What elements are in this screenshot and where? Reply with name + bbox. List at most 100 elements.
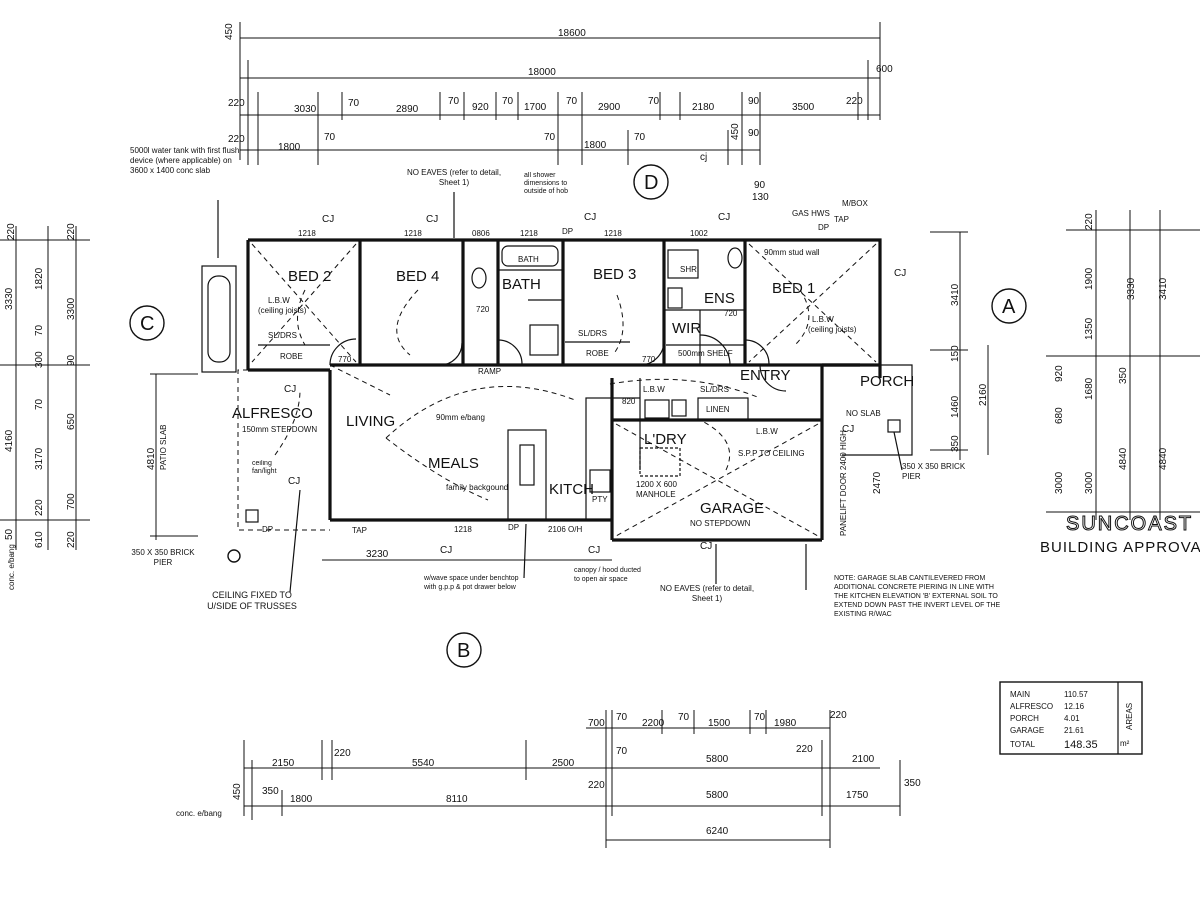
- room-garage: GARAGE: [700, 500, 764, 517]
- dim-value: 350: [904, 778, 921, 789]
- note-bench: w/wave space under benchtop with g.p.p &…: [424, 575, 519, 591]
- dim-value: 3000: [1084, 471, 1095, 494]
- label-cj: CJ: [288, 476, 300, 487]
- label-opening: 1200 X 600: [636, 480, 677, 489]
- dim-value: 1700: [524, 102, 547, 113]
- label-patio-slab: PATIO SLAB: [159, 425, 168, 471]
- section-marker-d: D: [633, 164, 669, 200]
- room-kitch: KITCH: [549, 481, 594, 498]
- dim-value: 920: [472, 102, 489, 113]
- label-cj: CJ: [584, 212, 596, 223]
- stamp-company: SUNCOAST: [1066, 513, 1193, 535]
- left-dimensions: 220 3330 1820 70 3300 220 300 4160 3170 …: [0, 223, 198, 590]
- dim-value: 350: [950, 435, 961, 452]
- dim-value: 70: [634, 132, 646, 143]
- dim-value: 2890: [396, 104, 419, 115]
- dim-value: 680: [1054, 407, 1065, 424]
- dim-value: 4840: [1158, 447, 1169, 470]
- dim-value: 700: [66, 493, 77, 510]
- dim-value: 70: [448, 96, 460, 107]
- dim-600: 600: [876, 64, 893, 75]
- plan-labels: L.B.W (ceiling joists) SL/DRS ROBE SL/DR…: [159, 199, 906, 556]
- right-dimensions: 3410 130 150 1460 2160 350 2470 90: [752, 180, 989, 494]
- dim-value: 1750: [846, 790, 869, 801]
- dim-value: 4160: [4, 429, 15, 452]
- toilet-main: [471, 267, 487, 289]
- dim-value: 2500: [552, 758, 575, 769]
- bathtub: [501, 245, 559, 267]
- brick-pier-alfresco: [245, 509, 259, 523]
- label-cj: CJ: [426, 214, 438, 225]
- vanity-bath: [529, 324, 559, 356]
- area-value: 21.61: [1064, 726, 1085, 735]
- dim-value: 220: [334, 748, 351, 759]
- room-meals: MEALS: [428, 455, 479, 472]
- dim-value: 220: [830, 710, 847, 721]
- room-bed3: BED 3: [593, 266, 636, 283]
- dim-value: 70: [348, 98, 360, 109]
- top-dim-row2: 220 1800 70 70 1800 70 450 90 cj: [228, 123, 760, 163]
- dim-value: 2470: [872, 471, 883, 494]
- areas-table: MAIN 110.57 ALFRESCO 12.16 PORCH 4.01 GA…: [999, 681, 1143, 755]
- label-cj: CJ: [440, 545, 452, 556]
- label-tap: TAP: [352, 526, 367, 535]
- label-cj: CJ: [700, 541, 712, 552]
- dim-value: 220: [228, 134, 245, 145]
- opening-width: 1218: [298, 229, 316, 238]
- dim-450: 450: [224, 23, 235, 40]
- opening-width: 0806: [472, 229, 490, 238]
- area-value: 4.01: [1064, 714, 1080, 723]
- approval-stamp: SUNCOAST BUILDING APPROVA: [1040, 513, 1200, 557]
- label-ramp: RAMP: [478, 367, 501, 376]
- dim-value: 70: [648, 96, 660, 107]
- dim-value: 4840: [1118, 447, 1129, 470]
- door-swings: [329, 334, 787, 392]
- bath-tub-label: BATH: [518, 255, 539, 264]
- label-cj: CJ: [842, 424, 854, 435]
- top-dimensions: 18600 18000 450 600 220 3030 70 2890 70 …: [224, 22, 893, 165]
- opening-width: 1002: [690, 229, 708, 238]
- dim-value: 300: [34, 351, 45, 368]
- dim-value: 5540: [412, 758, 435, 769]
- note-stepdown: 150mm STEPDOWN: [242, 425, 317, 434]
- opening-width: 770: [642, 355, 656, 364]
- dim-value: 220: [66, 223, 77, 240]
- dim-value: 1980: [774, 718, 797, 729]
- label-lbw: L.B.W: [756, 427, 778, 436]
- electrical-runs: [274, 289, 810, 501]
- dim-value: 130: [752, 192, 769, 203]
- label-sl-drs: SL/DRS: [268, 331, 297, 340]
- section-marker-c: C: [129, 305, 165, 341]
- stamp-subtitle: BUILDING APPROVA: [1040, 539, 1200, 556]
- dim-value: 5800: [706, 790, 729, 801]
- dim-value: 220: [588, 780, 605, 791]
- dim-value: 70: [544, 132, 556, 143]
- laundry-tub: [644, 399, 670, 419]
- area-name: TOTAL: [1010, 740, 1036, 749]
- note-canopy: canopy / hood ducted to open air space: [574, 567, 641, 583]
- dim-value: 70: [754, 712, 766, 723]
- dim-value: 920: [1054, 365, 1065, 382]
- dim-value: 610: [34, 531, 45, 548]
- shower-ens: [667, 249, 699, 279]
- label-shr: SHR: [680, 265, 697, 274]
- note-ceiling-fan: ceiling fan/light: [252, 460, 277, 475]
- room-bed1: BED 1: [772, 280, 815, 297]
- note-no-eaves-bottom: NO EAVES (refer to detail, Sheet 1): [660, 584, 754, 603]
- svg-text:D: D: [644, 172, 658, 194]
- brick-pier-porch: [887, 419, 901, 433]
- dim-value: 220: [846, 96, 863, 107]
- dim-value: 3300: [66, 297, 77, 320]
- opening-width: 1218: [604, 229, 622, 238]
- washing-machine: [671, 399, 687, 417]
- note-brick-pier-left: 350 X 350 BRICK PIER: [131, 548, 194, 567]
- dim-value: 3410: [1158, 277, 1169, 300]
- water-tank: [201, 265, 237, 373]
- svg-text:C: C: [140, 313, 154, 335]
- dim-value: 2200: [642, 718, 665, 729]
- label-bulkhead: 90mm e/bang: [436, 413, 485, 422]
- dim-value: 70: [34, 324, 45, 336]
- label-dp: DP: [508, 523, 519, 532]
- vanity-ens: [667, 287, 683, 309]
- label-shelf: 500mm SHELF: [678, 349, 733, 358]
